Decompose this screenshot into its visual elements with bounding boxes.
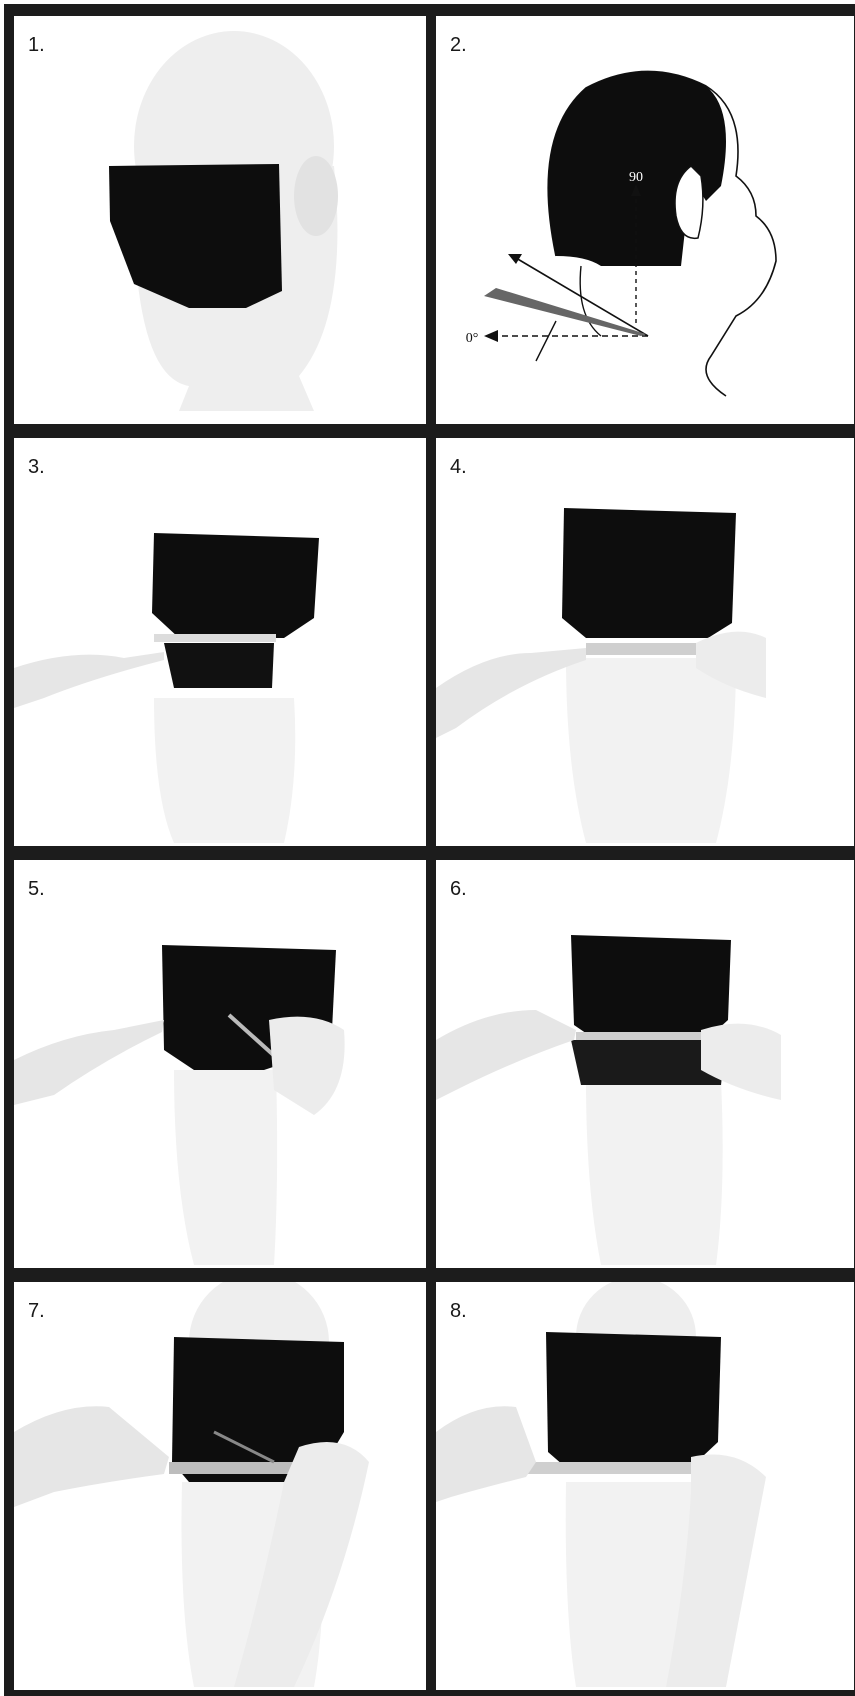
comb-and-shears-photo-2 [436,1282,854,1690]
comb-icon [516,1462,696,1474]
hand-icon [436,1010,576,1100]
arrow-left-icon [484,330,498,342]
step-number: 8. [450,1300,467,1323]
step-number: 1. [28,34,45,57]
step-panel-6: 6. [436,860,854,1268]
step-number: 7. [28,1300,45,1323]
hand-icon [269,1017,345,1115]
comb-icon [484,288,646,336]
step-panel-4: 4. [436,438,854,846]
hand-icon [14,652,164,708]
angle-0-label: 0° [466,331,479,346]
step-panel-8: 8. [436,1282,854,1690]
combing-nape-photo-2 [436,438,854,846]
combing-nape-photo [14,438,426,846]
step-panel-1: 1. [14,16,426,424]
step-panel-5: 5. [14,860,426,1268]
step-number: 5. [28,878,45,901]
step-panel-2: 90 0° 2. [436,16,854,424]
head-profile-diagram: 90 0° [436,16,854,424]
comb-icon [586,643,706,655]
cutting-nape-photo [14,860,426,1268]
step-number: 2. [450,34,467,57]
hand-icon [14,1020,164,1105]
cutting-nape-photo-2 [436,860,854,1268]
angle-90-label: 90 [629,170,643,185]
step-panel-3: 3. [14,438,426,846]
comb-and-shears-photo [14,1282,426,1690]
arrow-up-left-icon [508,254,522,264]
step-number: 6. [450,878,467,901]
comb-icon [154,634,276,642]
hand-icon [436,1406,536,1502]
step-number: 3. [28,456,45,479]
step-panel-7: 7. [14,1282,426,1690]
hand-icon [14,1406,169,1507]
step-grid: 1. 90 0° 2. [4,4,855,1696]
hand-icon [436,648,586,738]
step-number: 4. [450,456,467,479]
mannequin-back-photo [14,16,426,424]
